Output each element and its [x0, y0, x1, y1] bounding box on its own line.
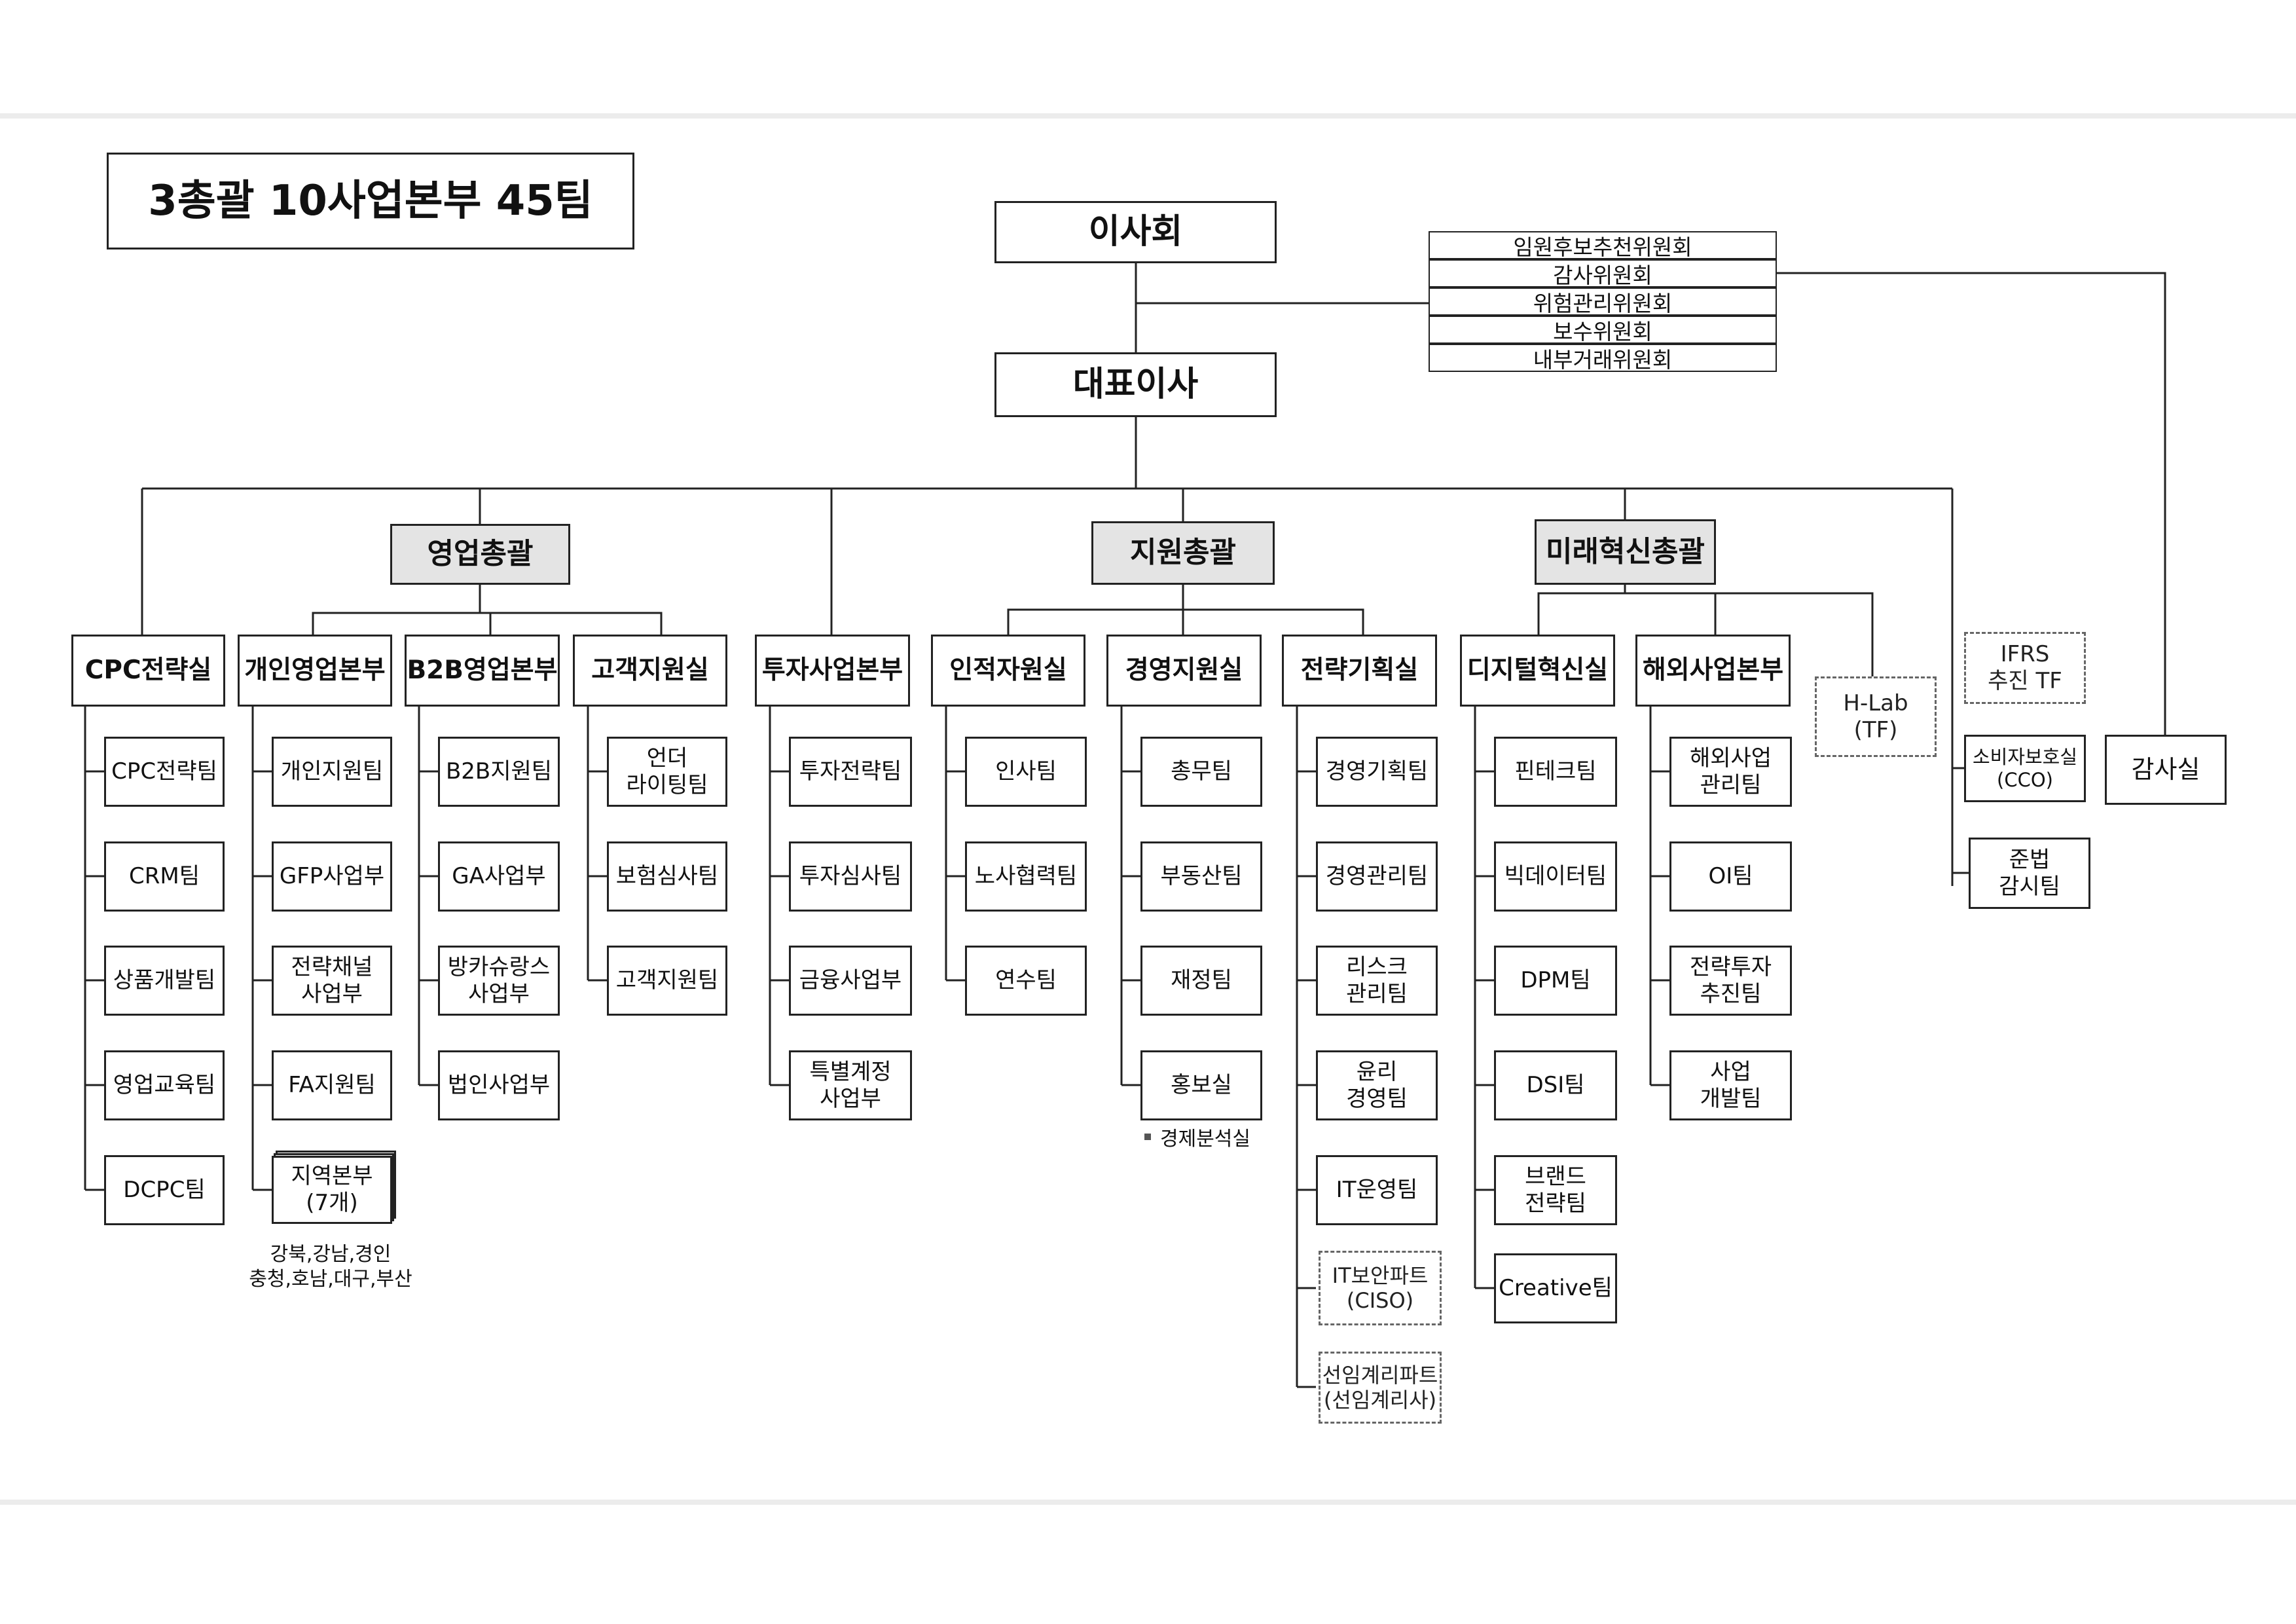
team-box: OI팀 — [1669, 841, 1792, 912]
committee-audit: 감사위원회 — [1429, 259, 1777, 288]
hlab-tf-box: H-Lab (TF) — [1815, 676, 1937, 757]
team-box: 총무팀 — [1140, 737, 1262, 807]
team-box: 연수팀 — [965, 946, 1087, 1016]
team-box: GFP사업부 — [272, 841, 392, 912]
team-box: Creative팀 — [1494, 1253, 1617, 1323]
team-box: 윤리 경영팀 — [1316, 1050, 1438, 1120]
summary-title: 3총괄 10사업본부 45팀 — [107, 153, 634, 249]
head-mgmt-support: 경영지원실 — [1106, 635, 1262, 707]
head-investment: 투자사업본부 — [755, 635, 910, 707]
team-box: 빅데이터팀 — [1494, 841, 1617, 912]
team-box: 언더 라이팅팀 — [607, 737, 727, 807]
ifrs-tf-box: IFRS 추진 TF — [1964, 632, 2086, 704]
team-box: 상품개발팀 — [104, 946, 225, 1016]
division-sales: 영업총괄 — [390, 524, 570, 585]
team-box: 방카슈랑스 사업부 — [438, 946, 560, 1016]
regional-hq-box: 지역본부 (7개) — [272, 1156, 392, 1224]
committee-internal-trade: 내부거래위원회 — [1429, 344, 1777, 373]
team-box: 인사팀 — [965, 737, 1087, 807]
team-box: 투자심사팀 — [789, 841, 912, 912]
team-box: 법인사업부 — [438, 1050, 560, 1120]
team-box: 금융사업부 — [789, 946, 912, 1016]
part-box-dashed: 선임계리파트 (선임계리사) — [1319, 1352, 1442, 1424]
team-box: 리스크 관리팀 — [1316, 946, 1438, 1016]
scan-edge-bottom — [0, 1500, 2296, 1505]
head-overseas: 해외사업본부 — [1635, 635, 1791, 707]
head-personal-sales: 개인영업본부 — [238, 635, 392, 707]
team-box: 전략채널 사업부 — [272, 946, 392, 1016]
team-box: IT운영팀 — [1316, 1155, 1438, 1225]
economic-analysis-label: 경제분석실 — [1160, 1128, 1250, 1151]
team-box: GA사업부 — [438, 841, 560, 912]
scan-edge-top — [0, 113, 2296, 119]
team-box: 노사협력팀 — [965, 841, 1087, 912]
team-box: CRM팀 — [104, 841, 225, 912]
team-box: 브랜드 전략팀 — [1494, 1155, 1617, 1225]
head-hr: 인적자원실 — [931, 635, 1085, 707]
team-box: DCPC팀 — [104, 1155, 225, 1225]
team-box: B2B지원팀 — [438, 737, 560, 807]
head-cpc: CPC전략실 — [71, 635, 225, 707]
team-box: 부동산팀 — [1140, 841, 1262, 912]
team-box: 경영관리팀 — [1316, 841, 1438, 912]
committee-nomination: 임원후보추천위원회 — [1429, 231, 1777, 260]
economic-analysis-note: 경제분석실 — [1144, 1122, 1250, 1151]
bullet-icon — [1144, 1134, 1151, 1140]
team-box: 보험심사팀 — [607, 841, 727, 912]
team-box: CPC전략팀 — [104, 737, 225, 807]
team-box: 핀테크팀 — [1494, 737, 1617, 807]
part-box-dashed: IT보안파트 (CISO) — [1319, 1251, 1442, 1325]
audit-office-box: 감사실 — [2105, 735, 2227, 805]
board-box: 이사회 — [994, 201, 1277, 263]
team-box: FA지원팀 — [272, 1050, 392, 1120]
team-box: 홍보실 — [1140, 1050, 1262, 1120]
team-box: 사업 개발팀 — [1669, 1050, 1792, 1120]
team-box: 영업교육팀 — [104, 1050, 225, 1120]
team-box: 투자전략팀 — [789, 737, 912, 807]
team-box: DSI팀 — [1494, 1050, 1617, 1120]
ceo-box: 대표이사 — [994, 352, 1277, 417]
division-support: 지원총괄 — [1091, 521, 1275, 585]
compliance-team-box: 준법 감시팀 — [1969, 838, 2090, 909]
team-box: 해외사업 관리팀 — [1669, 737, 1792, 807]
team-box: 개인지원팀 — [272, 737, 392, 807]
team-box: 고객지원팀 — [607, 946, 727, 1016]
head-customer-support: 고객지원실 — [573, 635, 727, 707]
committee-compensation: 보수위원회 — [1429, 316, 1777, 344]
consumer-protection-box: 소비자보호실 (CCO) — [1964, 735, 2086, 802]
team-box: 특별계정 사업부 — [789, 1050, 912, 1120]
division-future: 미래혁신총괄 — [1535, 519, 1716, 585]
regional-hq-list: 강북,강남,경인 충청,호남,대구,부산 — [249, 1243, 412, 1291]
team-box: 전략투자 추진팀 — [1669, 946, 1792, 1016]
team-box: DPM팀 — [1494, 946, 1617, 1016]
head-strategy-planning: 전략기획실 — [1282, 635, 1437, 707]
head-b2b-sales: B2B영업본부 — [405, 635, 560, 707]
team-box: 재정팀 — [1140, 946, 1262, 1016]
committee-risk: 위험관리위원회 — [1429, 287, 1777, 316]
team-box: 경영기획팀 — [1316, 737, 1438, 807]
head-digital-innovation: 디지털혁신실 — [1460, 635, 1615, 707]
